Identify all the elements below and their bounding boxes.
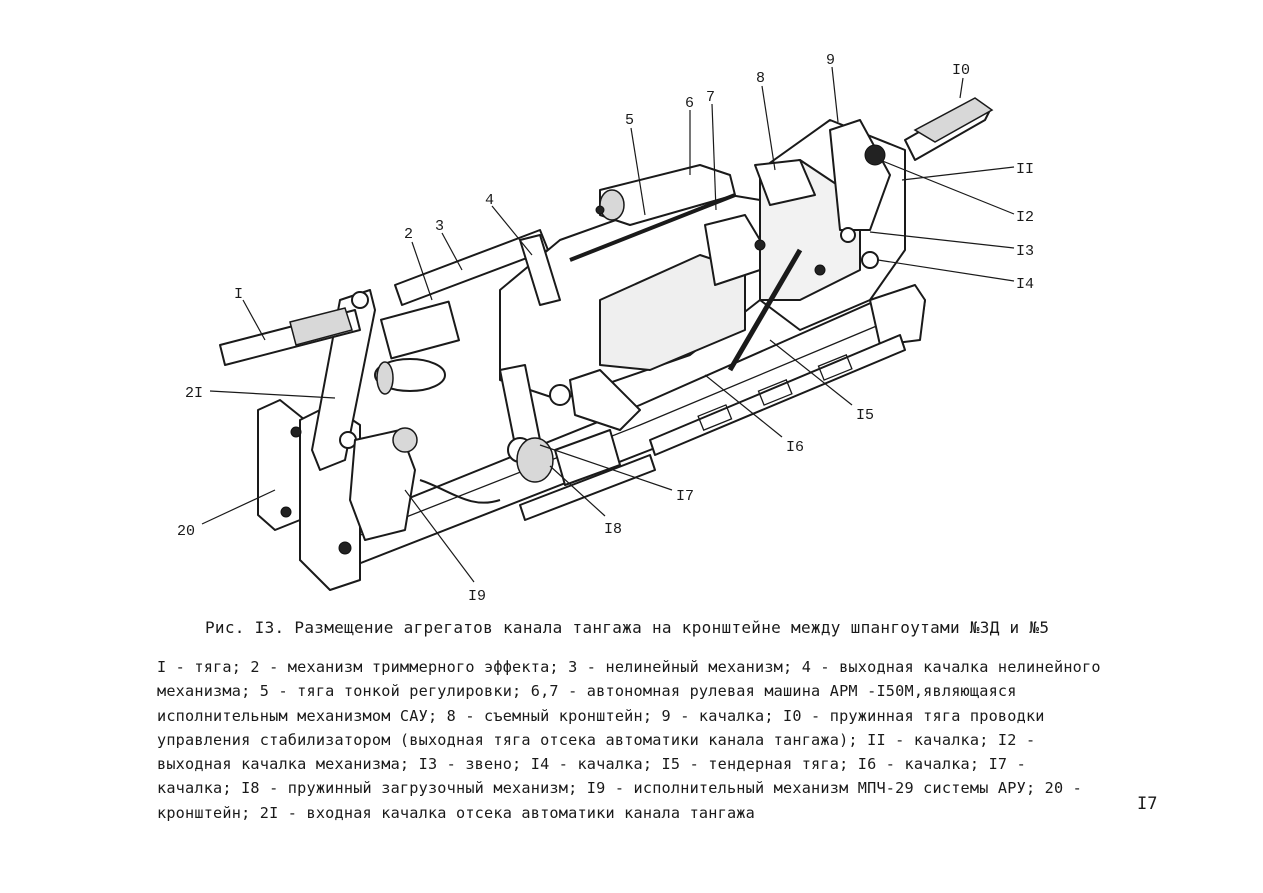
callout-6: 6 — [685, 95, 694, 175]
callout-label: I3 — [1016, 243, 1034, 260]
callout-8: 8 — [756, 70, 776, 171]
callout-label: I0 — [952, 62, 970, 79]
callout-label: II — [1016, 161, 1034, 178]
figure-caption: Рис. I3. Размещение агрегатов канала тан… — [205, 618, 1050, 637]
callout-4: 4 — [485, 192, 533, 256]
callout-label: 20 — [177, 523, 195, 540]
callout-label: 3 — [435, 218, 444, 235]
callout-label: 2 — [404, 226, 413, 243]
callout-15: I5 — [769, 339, 874, 424]
callout-label: I7 — [676, 488, 694, 505]
callout-label: 7 — [706, 89, 715, 106]
callout-19: I9 — [404, 489, 486, 600]
callout-label: I6 — [786, 439, 804, 456]
bracket-assembly-drawing — [219, 97, 994, 591]
callout-label: 8 — [756, 70, 765, 87]
callout-18: I8 — [549, 465, 622, 538]
callout-5: 5 — [625, 112, 646, 216]
callout-label: I8 — [604, 521, 622, 538]
callout-label: 9 — [826, 52, 835, 69]
callout-1: I — [234, 286, 266, 341]
page-number: I7 — [1137, 794, 1158, 814]
callout-10: I0 — [952, 62, 970, 99]
callout-20: 20 — [177, 489, 276, 540]
callout-label: 4 — [485, 192, 494, 209]
callout-12: I2 — [879, 159, 1034, 226]
callout-21: 2I — [185, 385, 336, 402]
callout-7: 7 — [706, 89, 717, 211]
callout-3: 3 — [435, 218, 463, 271]
callout-label: I5 — [856, 407, 874, 424]
callout-label: 6 — [685, 95, 694, 112]
callout-16: I6 — [704, 374, 804, 456]
callout-label: 2I — [185, 385, 203, 402]
callout-9: 9 — [826, 52, 839, 123]
callout-label: I2 — [1016, 209, 1034, 226]
callout-label: I9 — [468, 588, 486, 600]
callout-17: I7 — [539, 444, 694, 505]
figure-legend: I - тяга; 2 - механизм триммерного эффек… — [157, 658, 1111, 822]
callout-label: I — [234, 286, 243, 303]
callout-14: I4 — [877, 259, 1034, 293]
callout-13: I3 — [869, 231, 1034, 260]
callout-label: 5 — [625, 112, 634, 129]
mechanism-illustration: I 2 3 4 5 6 7 8 9 I0 II I2 — [177, 52, 1034, 600]
callout-label: I4 — [1016, 276, 1034, 293]
callout-2: 2 — [404, 226, 433, 301]
callout-11: II — [901, 161, 1034, 181]
